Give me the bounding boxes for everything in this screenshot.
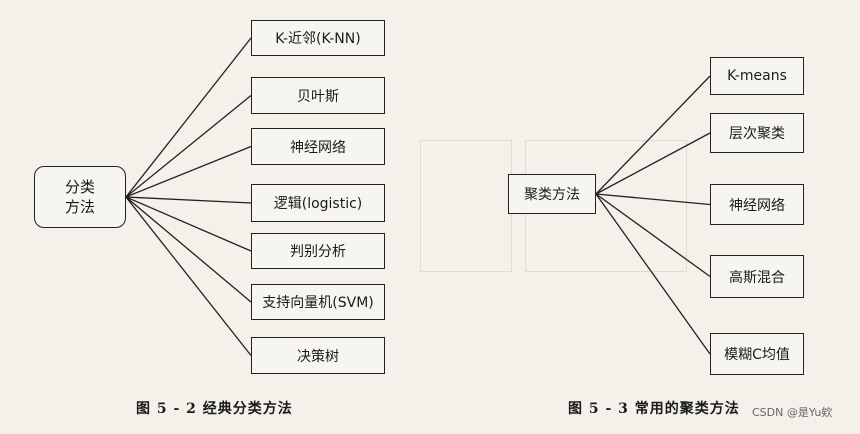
clustering-root-node: 聚类方法 xyxy=(508,174,596,214)
connector-line xyxy=(595,132,711,195)
leaf-label: 层次聚类 xyxy=(729,126,785,142)
leaf-neural-net: 神经网络 xyxy=(710,184,804,225)
leaf-label: 神经网络 xyxy=(729,197,785,214)
leaf-label: 判别分析 xyxy=(290,244,346,260)
connector-line xyxy=(125,196,252,356)
leaf-hierarchical: 层次聚类 xyxy=(710,113,804,153)
connector-line xyxy=(595,75,711,195)
leaf-label: 决策树 xyxy=(297,348,339,365)
connector-line xyxy=(125,196,252,252)
leaf-label: 支持向量机(SVM) xyxy=(262,295,374,311)
leaf-kmeans: K-means xyxy=(710,57,804,95)
leaf-gmm: 高斯混合 xyxy=(710,255,804,298)
connector-line xyxy=(125,145,252,198)
leaf-logistic: 逻辑(logistic) xyxy=(251,184,385,222)
right-figure-caption: 图 5 - 3 常用的聚类方法 xyxy=(568,401,740,417)
leaf-label: 模糊C均值 xyxy=(724,347,790,363)
csdn-watermark: CSDN @是Yu欸 xyxy=(752,406,833,419)
left-figure-caption: 图 5 - 2 经典分类方法 xyxy=(136,401,293,417)
leaf-label: 逻辑(logistic) xyxy=(273,196,363,212)
connector-line xyxy=(595,193,711,206)
leaf-label: 神经网络 xyxy=(290,139,346,156)
leaf-label: 高斯混合 xyxy=(729,269,785,286)
connector-line xyxy=(125,196,252,204)
connector-line xyxy=(125,196,252,303)
root-label: 聚类方法 xyxy=(524,187,580,203)
leaf-neural-net: 神经网络 xyxy=(251,128,385,165)
leaf-svm: 支持向量机(SVM) xyxy=(251,284,385,320)
leaf-discriminant: 判别分析 xyxy=(251,233,385,269)
connector-line xyxy=(125,94,252,198)
leaf-knn: K-近邻(K-NN) xyxy=(251,20,385,56)
root-label-line1: 分类 xyxy=(64,178,95,196)
connector-line xyxy=(595,193,711,278)
leaf-bayes: 贝叶斯 xyxy=(251,77,385,114)
leaf-label: K-近邻(K-NN) xyxy=(275,31,361,47)
root-label-line2: 方法 xyxy=(64,198,95,216)
connector-line xyxy=(595,193,711,355)
leaf-decision-tree: 决策树 xyxy=(251,337,385,374)
leaf-fuzzy-cmeans: 模糊C均值 xyxy=(710,333,804,375)
connector-line xyxy=(125,37,252,198)
classification-root-node: 分类 方法 xyxy=(34,166,126,228)
leaf-label: 贝叶斯 xyxy=(297,88,339,105)
leaf-label: K-means xyxy=(727,68,787,84)
